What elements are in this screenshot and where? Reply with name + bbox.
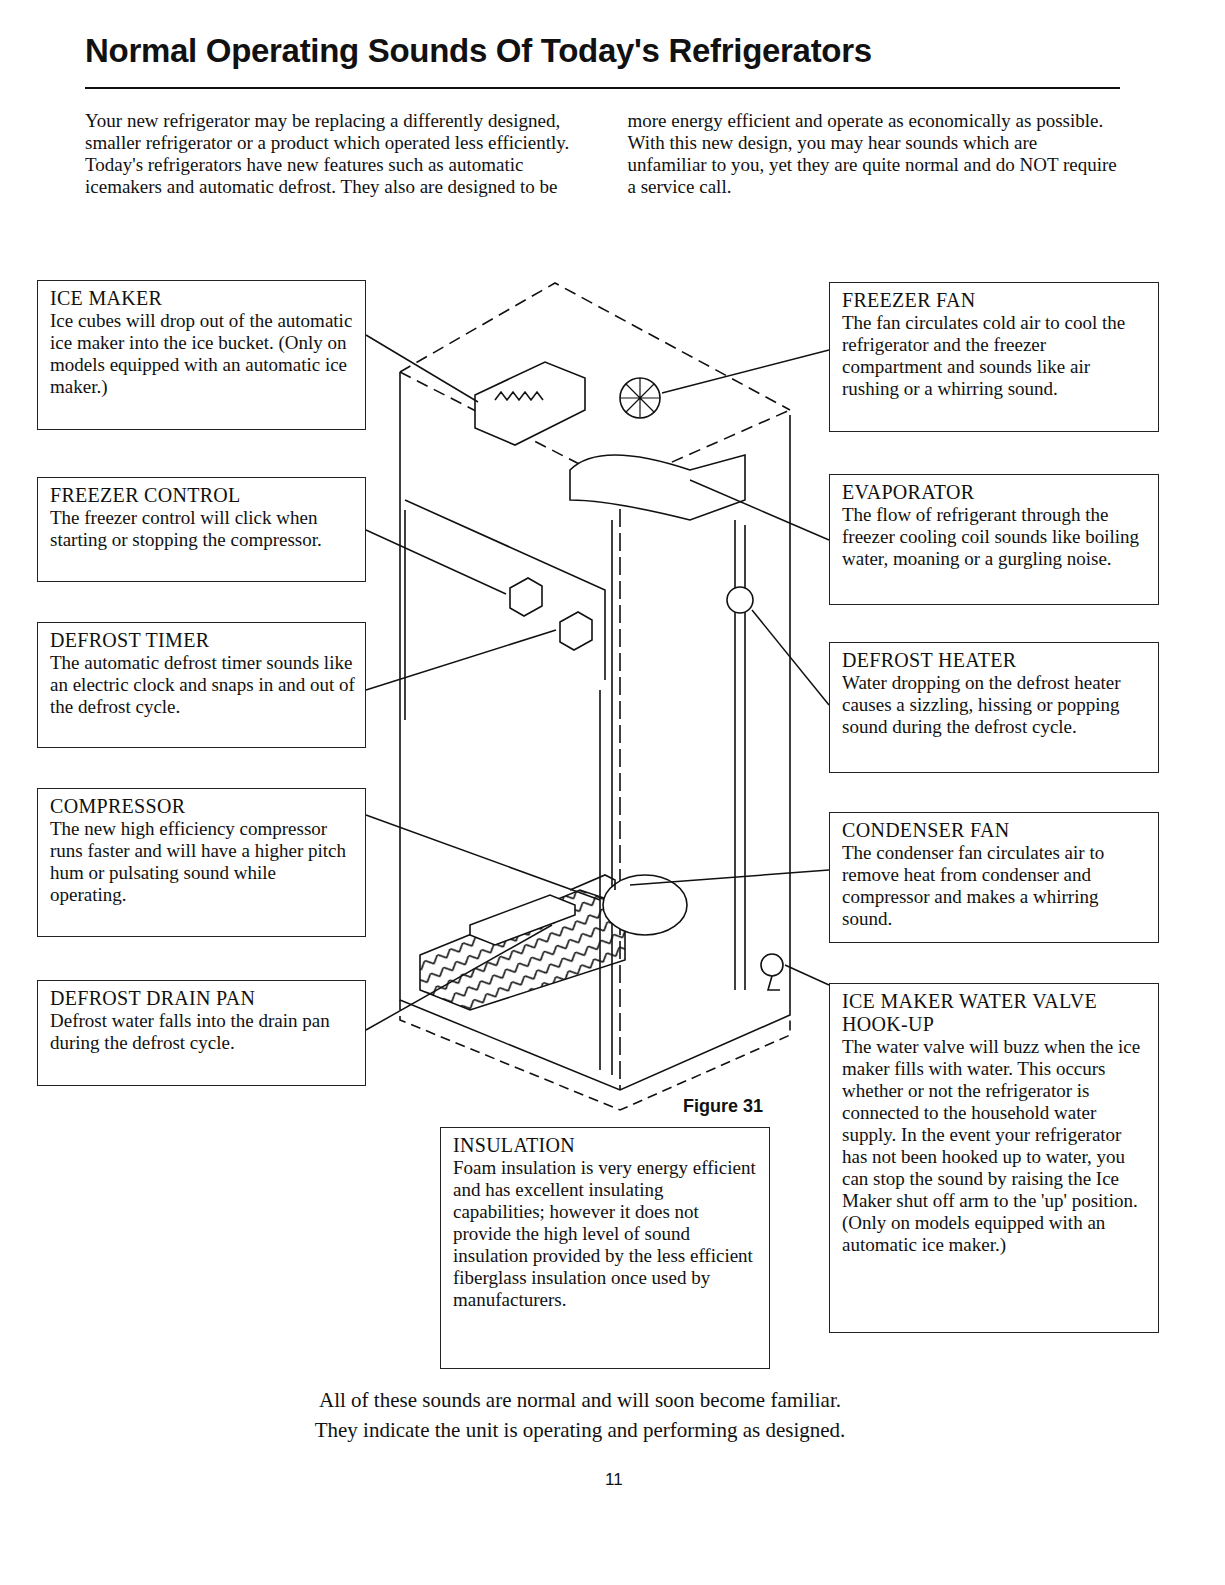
freezer-control-symbol — [510, 578, 542, 616]
fan-blades — [620, 378, 660, 418]
callout-body: The automatic defrost timer sounds like … — [50, 652, 355, 718]
callout-body: Foam insulation is very energy efficient… — [453, 1157, 759, 1311]
callout-box: DEFROST TIMERThe automatic defrost timer… — [37, 622, 366, 748]
condenser-fan-symbol — [570, 875, 615, 890]
callout-heading: DEFROST TIMER — [50, 629, 355, 652]
leader-line — [366, 630, 556, 690]
callout-heading: ICE MAKER — [50, 287, 355, 310]
title-rule — [85, 87, 1120, 89]
leader-line — [752, 610, 829, 705]
leader-line — [690, 480, 829, 540]
freezer-divider — [405, 500, 605, 720]
callout-box: ICE MAKER WATER VALVE HOOK-UPThe water v… — [829, 983, 1159, 1333]
callout-body: The fan circulates cold air to cool the … — [842, 312, 1148, 400]
parts — [420, 362, 783, 1010]
callout-body: The flow of refrigerant through the free… — [842, 504, 1148, 570]
freezer-fan-symbol — [620, 378, 660, 418]
page-title: Normal Operating Sounds Of Today's Refri… — [85, 32, 872, 70]
leader-line — [366, 530, 506, 594]
water-valve-outlet — [768, 976, 780, 990]
callout-heading: ICE MAKER WATER VALVE HOOK-UP — [842, 990, 1148, 1036]
ice-maker-symbol — [475, 362, 585, 445]
leader-line — [630, 870, 829, 885]
callout-box: DEFROST HEATERWater dropping on the defr… — [829, 642, 1159, 773]
callout-box: EVAPORATORThe flow of refrigerant throug… — [829, 474, 1159, 605]
callout-box: ICE MAKERIce cubes will drop out of the … — [37, 280, 366, 430]
callout-body: Ice cubes will drop out of the automatic… — [50, 310, 355, 398]
defrost-timer-symbol — [560, 612, 592, 650]
callout-heading: DEFROST HEATER — [842, 649, 1148, 672]
callout-box: FREEZER CONTROLThe freezer control will … — [37, 477, 366, 582]
intro-text: Your new refrigerator may be replacing a… — [85, 110, 1120, 198]
water-valve-symbol — [761, 954, 783, 976]
cabinet-edge — [619, 485, 621, 1090]
callout-heading: COMPRESSOR — [50, 795, 355, 818]
drain-pan-symbol — [470, 895, 575, 945]
leader-line — [366, 815, 600, 900]
base — [400, 1000, 790, 1110]
ice-maker-cups — [495, 392, 543, 400]
callout-box: INSULATIONFoam insulation is very energy… — [440, 1127, 770, 1369]
figure-label: Figure 31 — [683, 1096, 763, 1117]
callout-box: CONDENSER FANThe condenser fan circulate… — [829, 812, 1159, 943]
side-wall — [600, 520, 612, 1075]
callout-box: FREEZER FANThe fan circulates cold air t… — [829, 282, 1159, 432]
callout-body: The new high efficiency compressor runs … — [50, 818, 355, 906]
callout-body: Defrost water falls into the drain pan d… — [50, 1010, 355, 1054]
callout-heading: INSULATION — [453, 1134, 759, 1157]
callout-body: Water dropping on the defrost heater cau… — [842, 672, 1148, 738]
condenser-coil — [420, 890, 625, 1010]
leader-lines — [366, 335, 829, 1030]
leader-line — [366, 925, 552, 1030]
callout-heading: FREEZER CONTROL — [50, 484, 355, 507]
defrost-heater-symbol — [727, 587, 753, 613]
page-number: 11 — [605, 1470, 623, 1490]
callout-body: The condenser fan circulates air to remo… — [842, 842, 1148, 930]
callout-box: DEFROST DRAIN PANDefrost water falls int… — [37, 980, 366, 1086]
callout-heading: EVAPORATOR — [842, 481, 1148, 504]
callout-body: The water valve will buzz when the ice m… — [842, 1036, 1148, 1256]
leader-line — [662, 350, 829, 393]
footer-note: They indicate the unit is operating and … — [200, 1418, 960, 1443]
cabinet — [400, 283, 790, 1110]
leader-line — [785, 965, 829, 985]
callout-box: COMPRESSORThe new high efficiency compre… — [37, 788, 366, 937]
callout-heading: CONDENSER FAN — [842, 819, 1148, 842]
callout-heading: DEFROST DRAIN PAN — [50, 987, 355, 1010]
leader-line — [366, 335, 478, 402]
cabinet-outline — [400, 372, 790, 1090]
evaporator-symbol — [570, 455, 745, 520]
callout-body: The freezer control will click when star… — [50, 507, 355, 551]
callout-heading: FREEZER FAN — [842, 289, 1148, 312]
footer-note: All of these sounds are normal and will … — [200, 1388, 960, 1413]
